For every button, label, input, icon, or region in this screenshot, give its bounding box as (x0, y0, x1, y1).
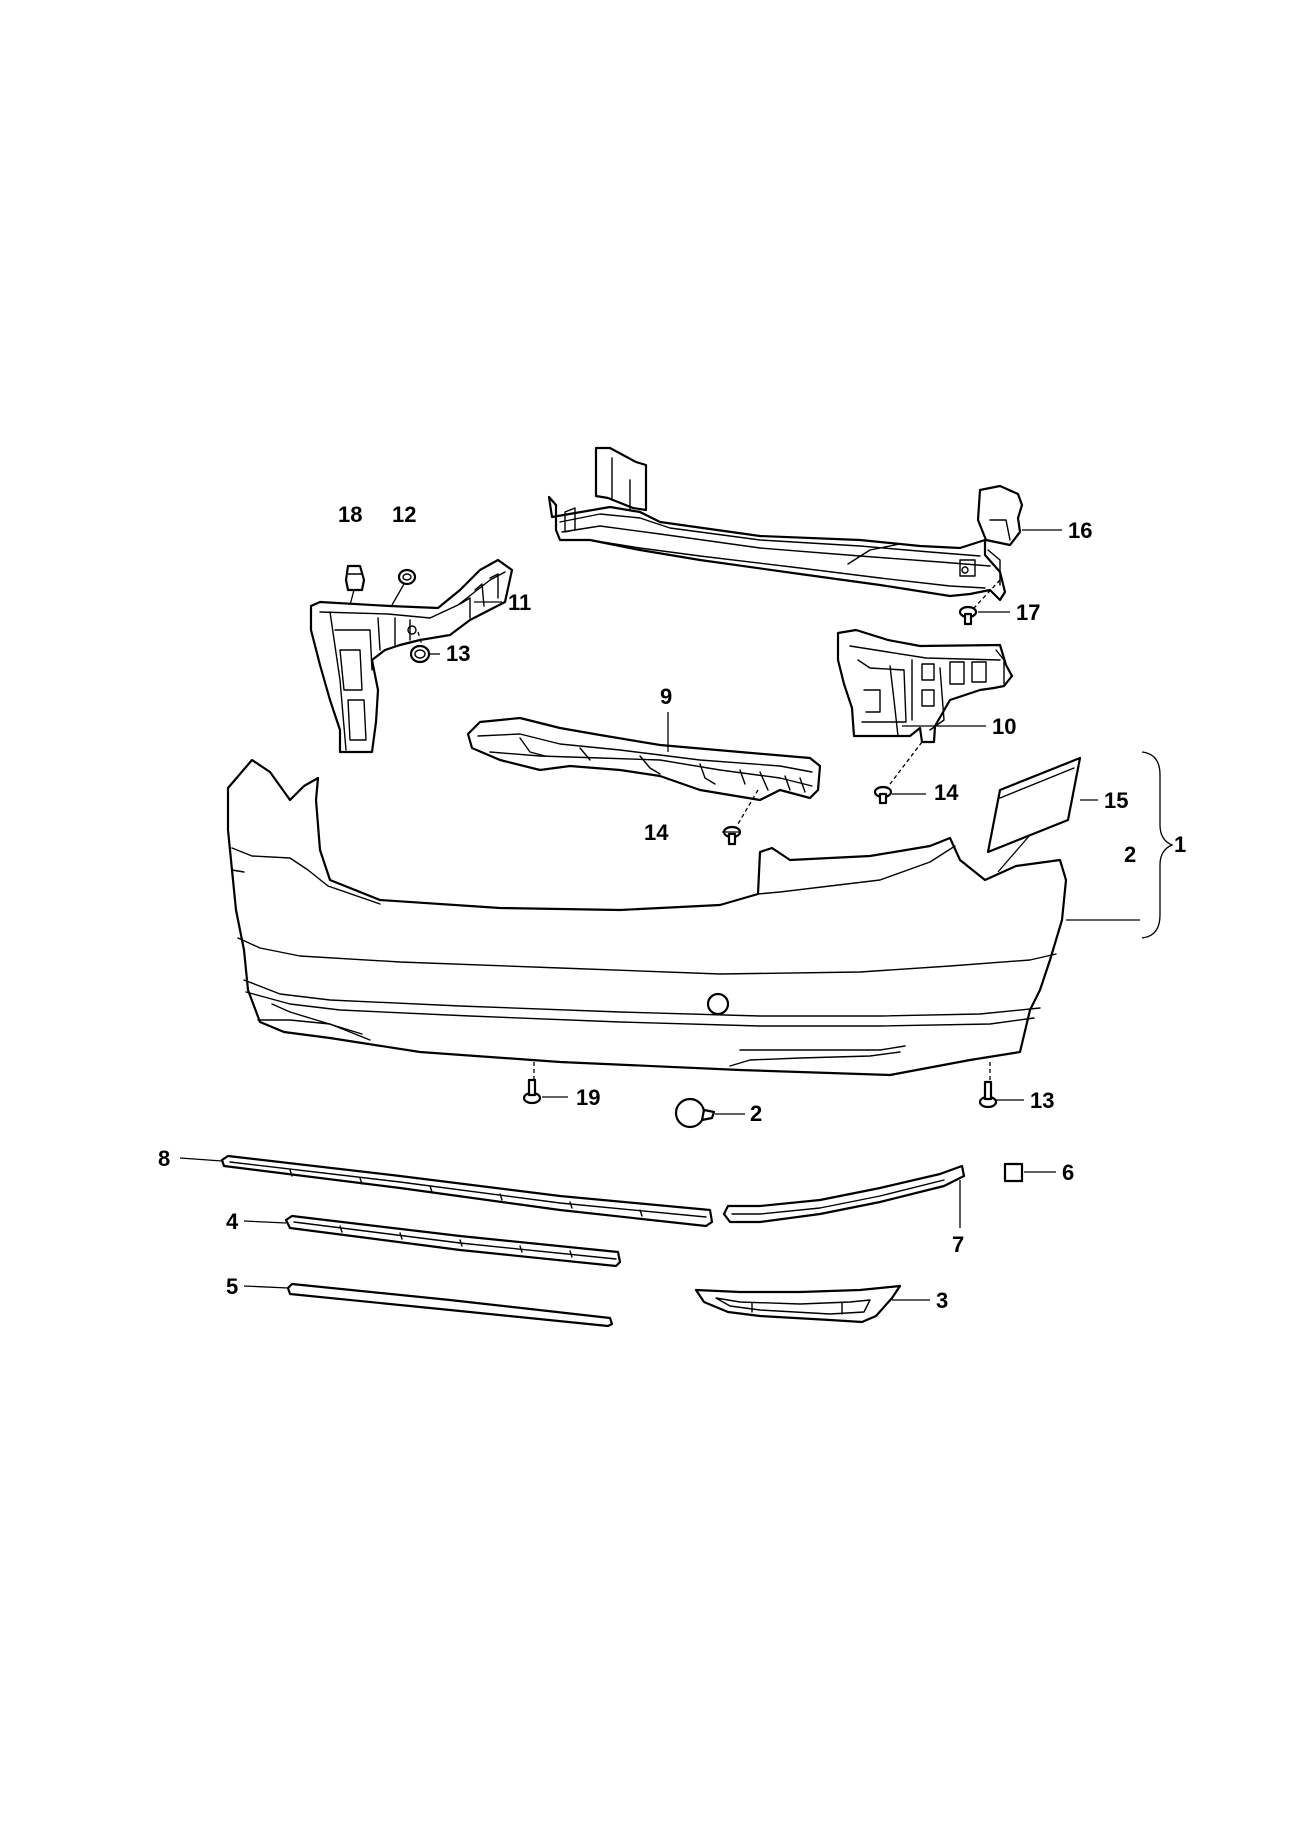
part-16-bumper-beam (547, 446, 1024, 602)
callout-9: 9 (660, 684, 672, 709)
callout-5: 5 (226, 1274, 238, 1299)
part-9-center-absorber (466, 716, 822, 802)
callout-16: 16 (1068, 518, 1092, 543)
callout-2-plug: 2 (750, 1101, 762, 1126)
callout-leaders (430, 529, 1098, 833)
callout-12: 12 (392, 502, 416, 527)
part-3-reflector (694, 1284, 930, 1324)
callout-1: 1 (1174, 832, 1186, 857)
callout-14-center: 14 (644, 820, 669, 845)
part-4-trim-strip (243, 1214, 622, 1268)
part-2-sensor-plug (674, 1097, 745, 1129)
callout-18: 18 (338, 502, 362, 527)
part-19-screw (522, 1062, 568, 1105)
group-1-bracket (1141, 751, 1174, 939)
callout-15: 15 (1104, 788, 1128, 813)
callout-3: 3 (936, 1288, 948, 1313)
part-5-molding-strip (243, 1282, 614, 1328)
part-8-left-trim-strip (179, 1154, 714, 1228)
callout-labels: 1 2 2 3 4 5 6 7 8 9 10 11 12 13 13 14 14… (158, 502, 1186, 1313)
callout-14-right: 14 (934, 780, 959, 805)
callout-8: 8 (158, 1146, 170, 1171)
part-15-tow-hook-cover (986, 756, 1082, 873)
callout-10: 10 (992, 714, 1016, 739)
callout-19: 19 (576, 1085, 600, 1110)
callout-13-left: 13 (446, 641, 470, 666)
part-14-screw-right (873, 741, 923, 805)
part-14-screw-center (722, 789, 759, 846)
part-17-screw (958, 579, 1001, 626)
callout-7: 7 (952, 1232, 964, 1257)
callout-11: 11 (508, 590, 531, 615)
part-10-right-bracket (836, 628, 1014, 744)
part-6-end-cap (1003, 1162, 1056, 1183)
part-18-clip (344, 564, 366, 606)
callout-4: 4 (226, 1209, 239, 1234)
part-2-bumper-cover (226, 758, 1068, 1077)
callout-13-right: 13 (1030, 1088, 1054, 1113)
callout-2-group: 2 (1124, 842, 1136, 867)
part-11-left-bracket (309, 558, 514, 754)
part-12-clip-nut (391, 568, 417, 606)
callout-6: 6 (1062, 1160, 1074, 1185)
part-7-right-trim-strip (722, 1164, 966, 1228)
part-13-grommet-left (409, 631, 431, 664)
callout-17: 17 (1016, 600, 1040, 625)
part-13-screw-right (978, 1062, 1024, 1109)
